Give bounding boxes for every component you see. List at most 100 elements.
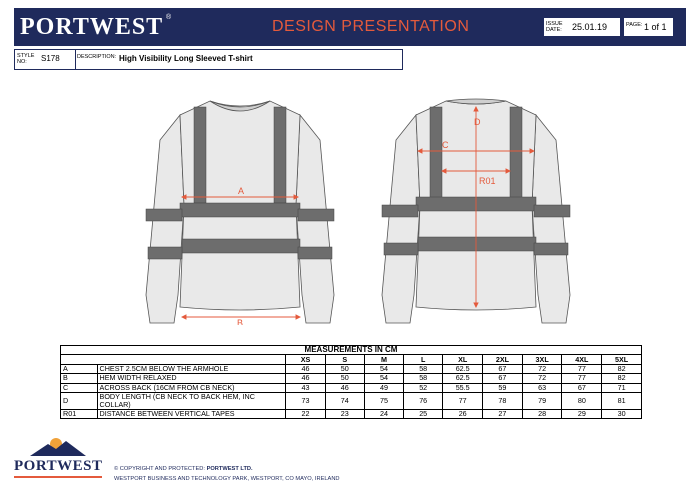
measurements-title: MEASUREMENTS IN CM xyxy=(60,344,642,356)
measurement-value: 67 xyxy=(561,382,603,393)
front-view-drawing: A B xyxy=(145,100,335,325)
measurement-value: 43 xyxy=(285,382,326,393)
footer-brand: PORTWEST xyxy=(14,458,103,474)
page-label: PAGE: xyxy=(626,22,643,28)
measurement-value: 52 xyxy=(403,382,444,393)
back-vertical-tape-right xyxy=(509,106,523,204)
size-header-l: L xyxy=(403,354,444,365)
measurement-value: 77 xyxy=(561,373,603,384)
measurement-value: 29 xyxy=(561,408,603,420)
measurement-value: 75 xyxy=(363,391,405,410)
front-vertical-tape-left xyxy=(193,106,207,204)
measurement-value: 67 xyxy=(482,363,523,375)
back-label-d: D xyxy=(474,117,481,127)
size-header-xl: XL xyxy=(442,354,484,365)
front-left-sleeve-tape-2 xyxy=(147,246,183,260)
measurement-value: 26 xyxy=(442,408,484,420)
back-label-r01: R01 xyxy=(479,176,496,186)
description-value: High Visibility Long Sleeved T-shirt xyxy=(119,54,253,63)
measurement-value: 82 xyxy=(601,363,642,375)
measurement-value: 72 xyxy=(521,373,563,384)
measurement-value: 28 xyxy=(521,408,563,420)
measurement-value: 81 xyxy=(601,391,642,410)
measurement-value: 77 xyxy=(561,363,603,375)
footer-address: WESTPORT BUSINESS AND TECHNOLOGY PARK, W… xyxy=(114,476,340,482)
back-lower-tape xyxy=(417,236,537,252)
measurement-value: 78 xyxy=(482,391,523,410)
measurement-value: 63 xyxy=(521,382,563,393)
footer-underline xyxy=(14,476,102,478)
measurement-value: 76 xyxy=(403,391,444,410)
back-view-drawing: D C R01 xyxy=(381,98,571,324)
measurement-value: 62.5 xyxy=(442,363,484,375)
back-collar xyxy=(445,98,507,105)
document-title: DESIGN PRESENTATION xyxy=(272,18,470,35)
back-left-sleeve xyxy=(381,113,421,324)
footer-copyright-prefix: © COPYRIGHT AND PROTECTED: xyxy=(114,466,207,472)
page-value: 1 of 1 xyxy=(644,22,667,32)
measurement-value: 55.5 xyxy=(442,382,484,393)
issue-date-value: 25.01.19 xyxy=(572,22,608,32)
measurement-value: 50 xyxy=(324,373,365,384)
back-right-sleeve-tape-2 xyxy=(533,242,569,256)
measurement-code: C xyxy=(60,382,98,393)
footer-logo-mountain-icon xyxy=(30,438,86,456)
measurement-value: 54 xyxy=(363,373,405,384)
measurement-value: 73 xyxy=(285,391,326,410)
measurement-value: 27 xyxy=(482,408,523,420)
measurement-value: 25 xyxy=(403,408,444,420)
size-header-s: S xyxy=(324,354,365,365)
measurement-value: 71 xyxy=(601,382,642,393)
front-collar xyxy=(209,100,271,112)
measurement-value: 72 xyxy=(521,363,563,375)
measurement-description: BODY LENGTH (CB NECK TO BACK HEM, INC CO… xyxy=(96,391,287,410)
measurement-value: 49 xyxy=(363,382,405,393)
measurement-value: 59 xyxy=(482,382,523,393)
footer-company: PORTWEST LTD. xyxy=(206,466,253,472)
measurement-value: 46 xyxy=(324,382,365,393)
measurement-description: CHEST 2.5CM BELOW THE ARMHOLE xyxy=(96,363,287,375)
front-chest-tape xyxy=(179,202,301,218)
size-header-4xl: 4XL xyxy=(561,354,603,365)
back-right-sleeve-tape-1 xyxy=(533,204,571,218)
back-vertical-tape-left xyxy=(429,106,443,204)
measurement-value: 67 xyxy=(482,373,523,384)
style-no-label: STYLE NO: xyxy=(17,53,35,65)
style-no-value: S178 xyxy=(41,54,60,63)
brand-logo: PORTWEST xyxy=(20,14,164,40)
front-vertical-tape-right xyxy=(273,106,287,204)
size-header-m: M xyxy=(363,354,405,365)
measurement-value: 23 xyxy=(324,408,365,420)
page-box: PAGE: 1 of 1 xyxy=(623,17,674,37)
description-label: DESCRIPTION: xyxy=(77,54,117,60)
front-left-sleeve-tape-1 xyxy=(145,208,183,222)
front-right-sleeve-tape-1 xyxy=(297,208,335,222)
measurement-value: 58 xyxy=(403,363,444,375)
measurement-value: 74 xyxy=(324,391,365,410)
size-header-xs: XS xyxy=(285,354,326,365)
issue-date-box: ISSUE DATE: 25.01.19 xyxy=(543,17,621,37)
front-label-b: B xyxy=(237,318,243,325)
measurement-code: A xyxy=(60,363,98,375)
registered-mark: ® xyxy=(166,14,172,21)
measurement-value: 24 xyxy=(363,408,405,420)
back-label-c: C xyxy=(442,140,449,150)
front-label-a: A xyxy=(238,186,244,196)
measurement-value: 30 xyxy=(601,408,642,420)
measurement-value: 54 xyxy=(363,363,405,375)
style-divider xyxy=(75,50,76,69)
measurement-code: B xyxy=(60,373,98,384)
measurement-value: 62.5 xyxy=(442,373,484,384)
measurement-description: HEM WIDTH RELAXED xyxy=(96,373,287,384)
measurement-code: R01 xyxy=(60,408,98,420)
measurement-value: 80 xyxy=(561,391,603,410)
measurement-value: 82 xyxy=(601,373,642,384)
front-lower-tape xyxy=(181,238,301,254)
size-header-2xl: 2XL xyxy=(482,354,523,365)
measurement-value: 22 xyxy=(285,408,326,420)
